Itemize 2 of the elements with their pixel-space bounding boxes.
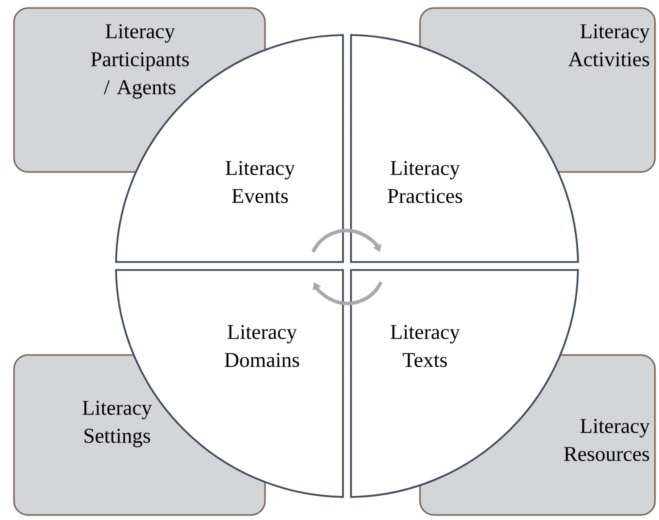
- curved-arrow: [312, 281, 383, 306]
- curved-arrow: [311, 228, 382, 253]
